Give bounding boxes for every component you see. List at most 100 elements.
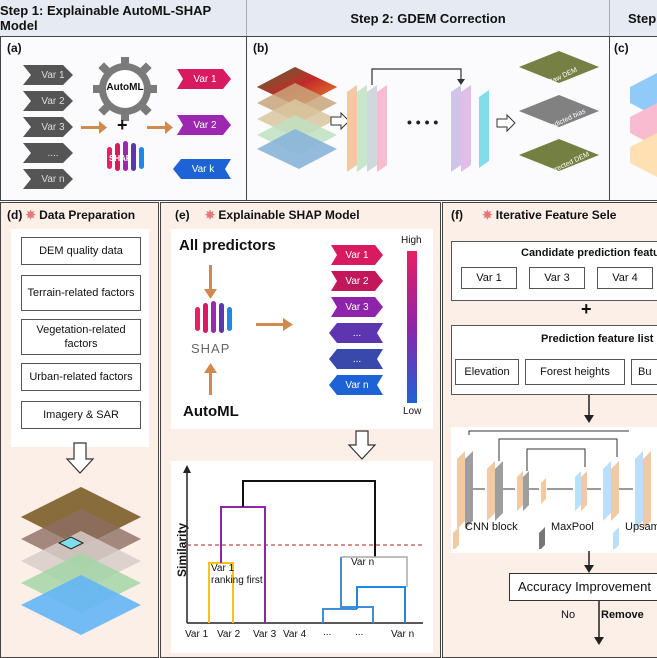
arrow-icon [81,121,173,134]
data-item: Imagery & SAR [21,401,141,429]
unet-graphic [453,430,651,549]
ranked-tag: ... [352,327,362,339]
step3-header: Step [610,0,657,36]
x-tick: ... [323,627,332,638]
panel-f-label: (f) [451,208,463,222]
x-tick: Var 1 [185,629,209,640]
plus-sign: + [117,115,128,135]
panel-a-graphic [23,57,231,189]
legend-maxpool: MaxPool [551,521,594,533]
panel-a: (a) [0,36,247,201]
data-item: DEM quality data [21,237,141,265]
input-tags [23,65,73,189]
ranked-tag: Var 3 [345,301,369,313]
data-item: Vegetation-related factors [21,319,141,355]
annot-first: Var 1 ranking first [211,563,263,586]
panel-b-graphic: • • • • [257,51,599,172]
panel-e: (e) ✵ Explainable SHAP Model All predict… [160,202,441,658]
x-tick: Var 4 [283,629,307,640]
output-tag: Var 1 [193,73,217,85]
x-tick: Var 3 [253,629,277,640]
automl-label: AutoML [106,82,144,93]
output-tag: Var k [191,163,215,175]
feature-list-title: Prediction feature list [541,333,654,345]
input-tag: Var n [41,173,65,185]
candidate-item: Var 3 [529,267,585,289]
all-predictors-label: All predictors [179,237,276,254]
dem-stack [257,67,337,169]
input-tag: .... [47,147,59,159]
candidate-item: Var 1 [461,267,517,289]
down-arrow-icon [65,442,95,474]
unet-left [347,85,387,172]
dots: • • • • [407,114,438,130]
ranked-tag: Var 1 [345,249,369,261]
data-item: Terrain-related factors [21,275,141,311]
candidate-item: Var 4 [597,267,653,289]
no-label: No [561,609,576,621]
plus-sign: + [581,299,592,319]
output-tag: Var 2 [193,119,217,131]
panel-c: (c) [610,36,657,201]
panel-c-label: (c) [614,41,629,55]
panel-d-title: Data Preparation [39,208,136,222]
badge-star-icon: ✵ [482,208,493,222]
input-tag: Var 1 [41,69,65,81]
accuracy-box: Accuracy Improvement [509,573,657,601]
feature-item: Bu [631,359,657,385]
output-maps [519,51,599,171]
x-tick: ... [355,627,364,638]
gear-icon [93,57,157,121]
panel-c-graphic [630,73,657,177]
shap-label: SHAP [109,154,132,163]
panel-b-label: (b) [253,41,269,55]
ranked-tag: ... [352,353,362,365]
badge-star-icon: ✵ [205,208,216,222]
dendrogram [183,465,423,624]
shap-text: SHAP [191,341,231,356]
panel-e-title-row: (e) ✵ Explainable SHAP Model [175,208,360,222]
step2-header: Step 2: GDEM Correction [247,0,610,36]
data-item: Urban-related factors [21,363,141,391]
shap-model-graphic [195,245,417,403]
legend-swatches [453,527,619,549]
candidate-title: Candidate prediction featu [521,247,657,259]
annot-n: Var n [351,557,375,568]
shap-logo-icon [195,301,232,333]
down-arrow-icon [584,395,594,423]
panel-b: (b) • • • • [247,36,610,201]
panel-f-title-row: (f) ✵ Iterative Feature Sele [451,208,616,222]
remove-label: Remove [601,609,644,621]
panel-f: (f) ✵ Iterative Feature Sele Candidate p… [442,202,657,658]
feature-item: Forest heights [525,359,625,385]
panel-a-label: (a) [7,41,22,55]
output-tags [173,69,231,179]
legend-upsample: Upsam [625,521,657,533]
layered-data-icon [21,487,141,635]
input-tag: Var 3 [41,121,65,133]
input-tag: Var 2 [41,95,65,107]
unet-right [451,85,489,172]
ranked-tag: Var n [345,379,369,391]
automl-text: AutoML [183,403,239,420]
feature-item: Elevation [455,359,519,385]
cnn-blocks [457,451,651,529]
badge-star-icon: ✵ [25,208,36,222]
ranked-tag: Var 2 [345,275,369,287]
colorbar-high: High [401,235,422,246]
panel-f-title: Iterative Feature Sele [495,208,617,222]
ranked-tags [329,245,383,395]
unet-card [451,427,657,553]
down-arrow-icon [347,430,377,460]
down-arrow-icon [594,601,604,645]
panel-d-title-row: (d) ✵ Data Preparation [7,208,135,222]
colorbar-low: Low [403,406,422,417]
panel-e-title: Explainable SHAP Model [218,208,360,222]
colorbar [407,251,417,403]
panel-e-label: (e) [175,208,190,222]
shap-logo-icon [107,141,144,171]
panel-d-label: (d) [7,208,23,222]
x-tick: Var 2 [217,629,241,640]
down-arrow-icon [584,551,594,573]
